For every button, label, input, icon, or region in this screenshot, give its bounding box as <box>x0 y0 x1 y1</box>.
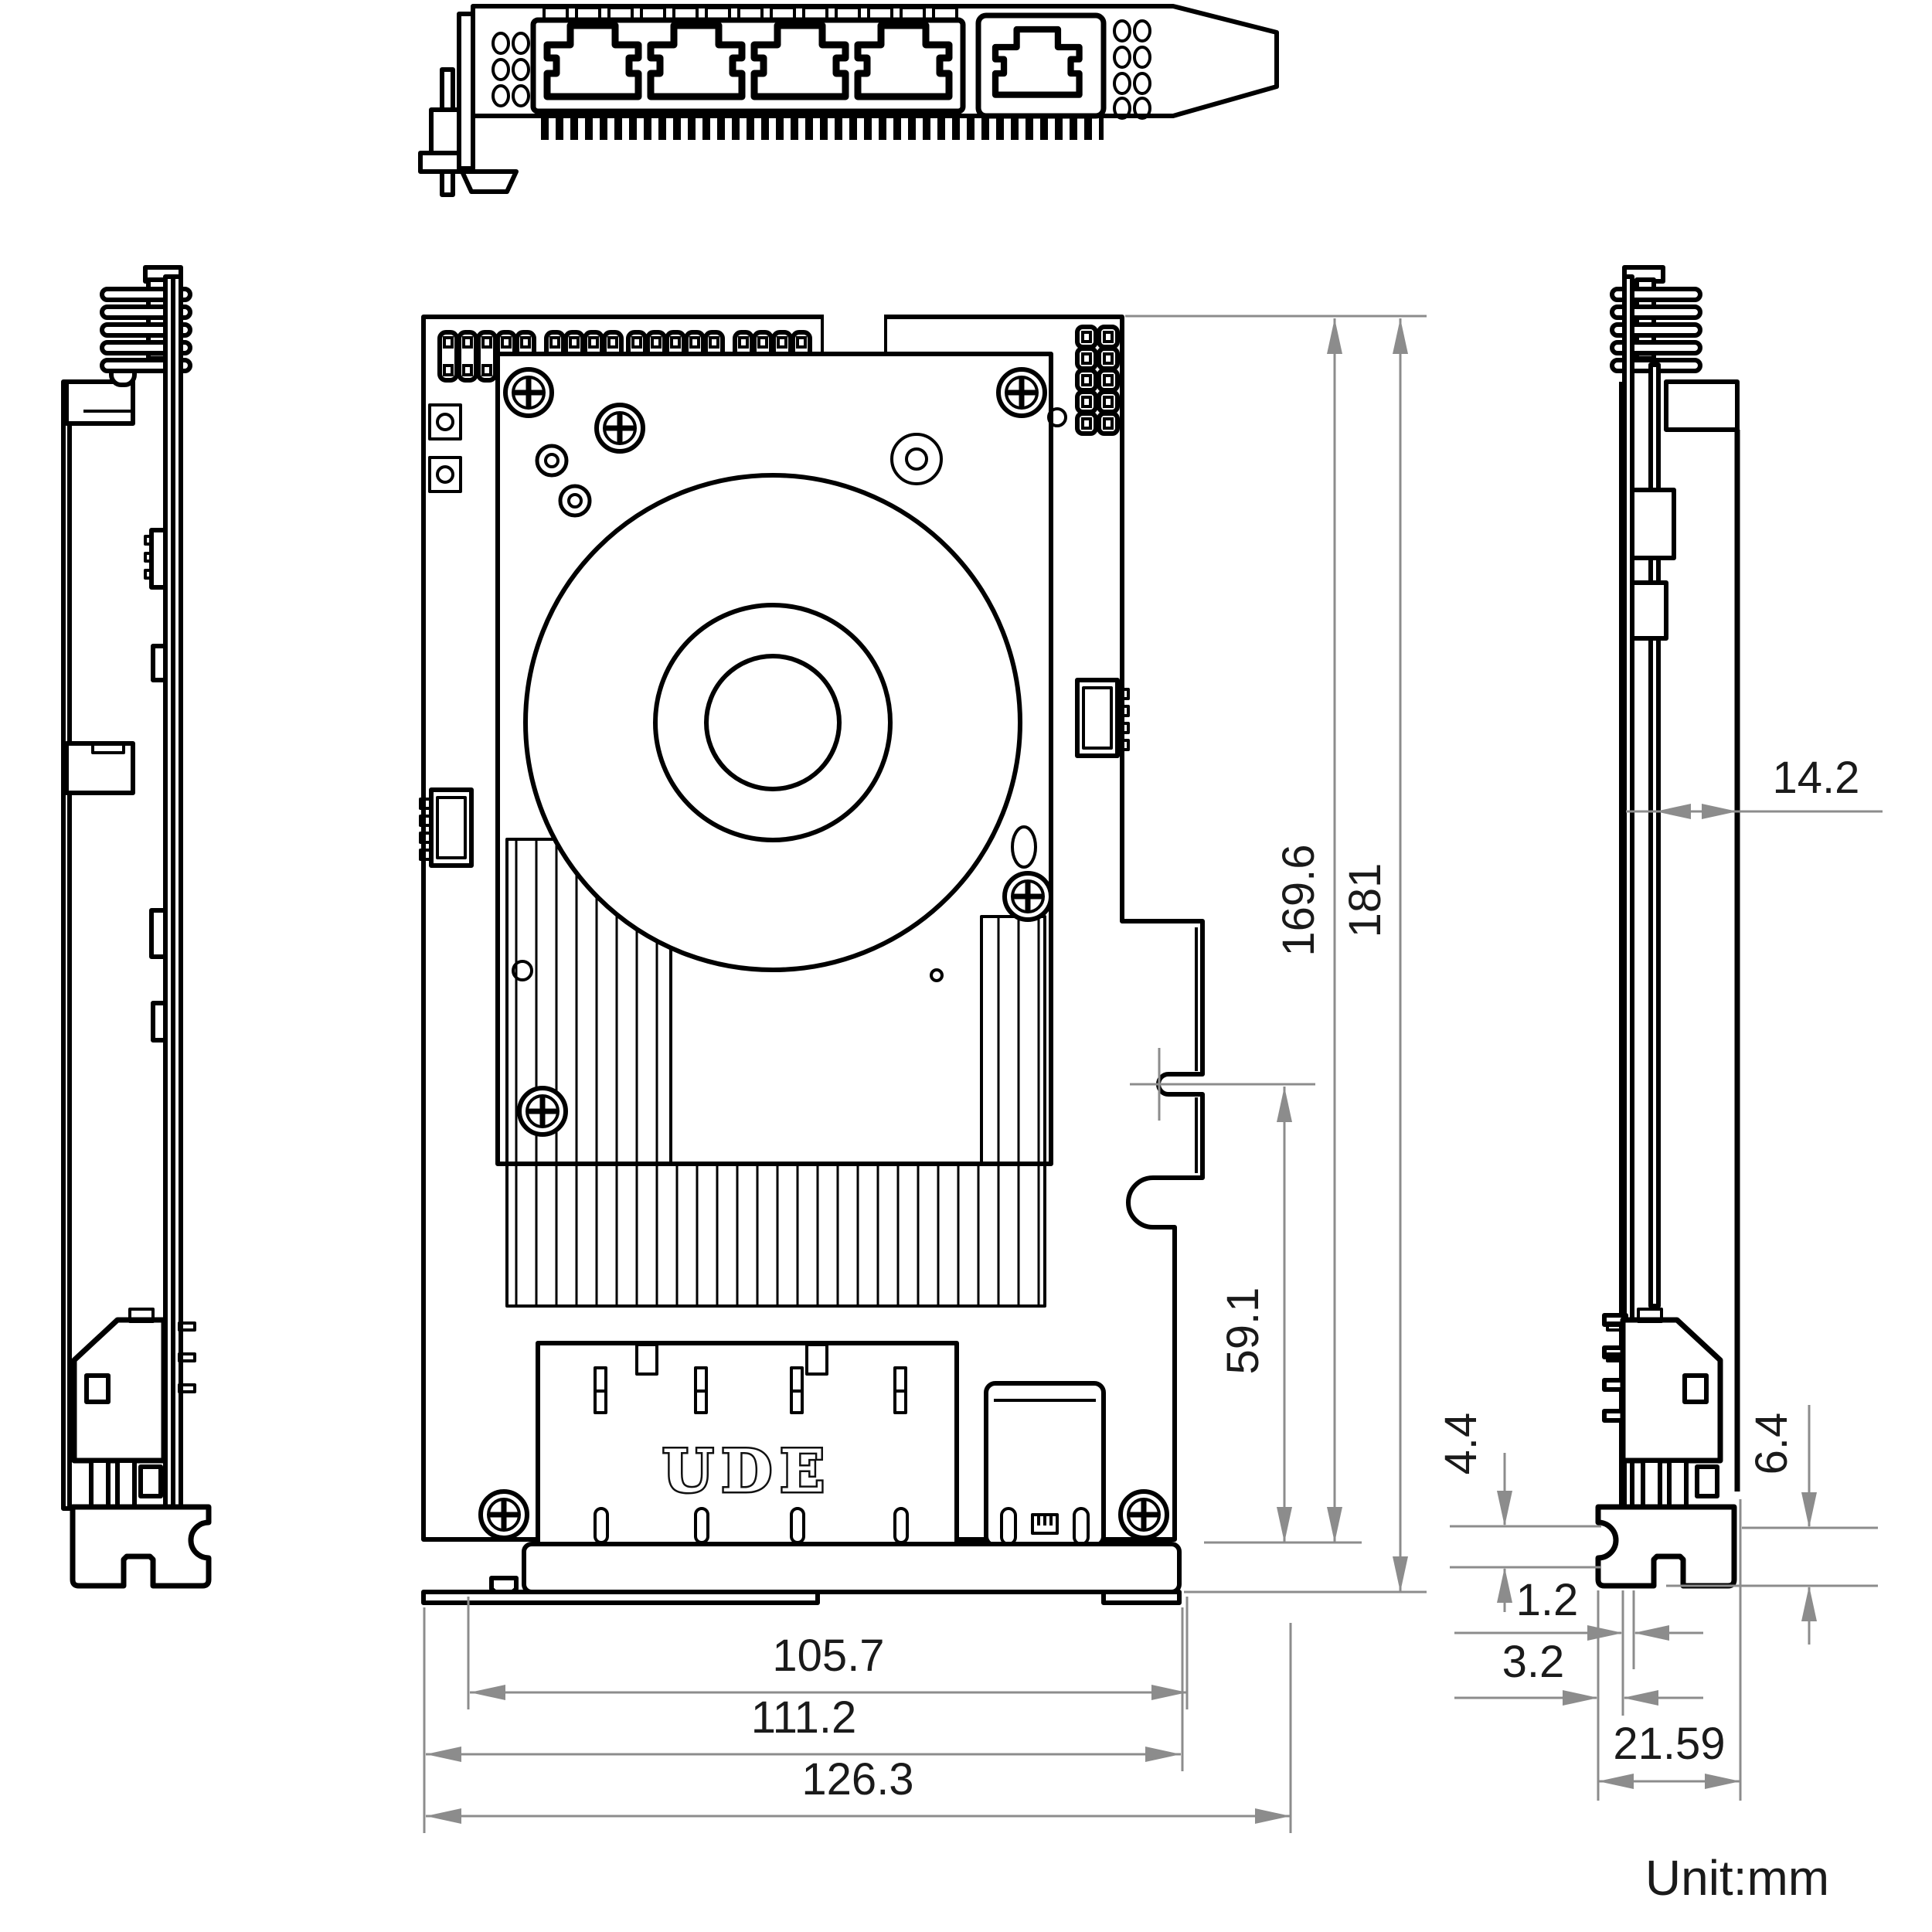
svg-text:21.59: 21.59 <box>1613 1719 1725 1769</box>
side-bracket-foot <box>70 1504 212 1589</box>
svg-text:111.2: 111.2 <box>751 1692 857 1743</box>
brand-text: UDE <box>662 1437 832 1505</box>
port-contacts-row <box>543 6 958 22</box>
pin-header-right <box>1077 327 1117 434</box>
pcb-mount-pads <box>428 403 462 493</box>
side-bracket-plate <box>61 379 72 1511</box>
svg-text:126.3: 126.3 <box>801 1754 913 1804</box>
rj45-quad-connector: UDE <box>536 1341 959 1548</box>
plate-screws <box>505 369 1067 1134</box>
svg-text:4.4: 4.4 <box>1436 1413 1486 1475</box>
dim-bracket-depth: 21.59 <box>1598 1719 1740 1789</box>
dim-pcb-width: 111.2 <box>426 1692 1181 1762</box>
view-left-side <box>61 265 212 1589</box>
side-rj45-profile <box>71 1308 196 1511</box>
plate-slot-hole <box>1011 825 1037 869</box>
dim-pcb-length: 169.6 <box>1274 318 1342 1543</box>
dim-connector-span: 105.7 <box>470 1631 1187 1700</box>
dim-port-height: 6.4 <box>1747 1405 1817 1645</box>
vent-holes-left <box>492 32 530 107</box>
side-bracket-arm <box>64 379 135 426</box>
dim-bracket-offset: 4.4 <box>1436 1413 1512 1612</box>
side-bracket-foot-r <box>1595 1504 1737 1589</box>
rj45-single-connector <box>984 1381 1106 1548</box>
rj45-port-single <box>975 12 1107 119</box>
fan-blower <box>523 473 1022 972</box>
dimension-annotations: 169.6 181 59.1 105.7 111.2 <box>423 315 1883 1906</box>
svg-text:3.2: 3.2 <box>1502 1637 1565 1687</box>
bracket-screw-right <box>1121 1492 1167 1538</box>
svg-text:14.2: 14.2 <box>1773 753 1860 803</box>
svg-text:169.6: 169.6 <box>1274 844 1324 956</box>
side-rj45-profile-r <box>1606 1308 1723 1511</box>
side-pcb-components-r <box>1630 488 1676 641</box>
svg-text:1.2: 1.2 <box>1516 1575 1579 1625</box>
svg-text:6.4: 6.4 <box>1747 1413 1797 1475</box>
dim-slot-to-edge: 59.1 <box>1218 1087 1292 1543</box>
bracket-screw-left <box>481 1492 527 1538</box>
dim-pcb-thickness: 1.2 <box>1454 1575 1703 1641</box>
fan-connector-left <box>419 787 474 868</box>
view-front: UDE <box>419 312 1205 1605</box>
svg-text:105.7: 105.7 <box>772 1631 884 1681</box>
vent-holes-right <box>1113 19 1151 120</box>
io-bracket-lip-right <box>1101 1590 1182 1605</box>
io-bracket-lip-left <box>421 1590 820 1605</box>
view-right-side <box>1595 265 1740 1589</box>
side-heatsink-base-r <box>1648 362 1661 1308</box>
dim-component-thickness: 14.2 <box>1655 753 1859 819</box>
side-pcb-components <box>144 528 168 1043</box>
io-bracket-bar <box>522 1542 1182 1594</box>
unit-label: Unit:mm <box>1645 1850 1829 1906</box>
fan-connector-right <box>1075 678 1130 758</box>
dim-bracket-gap: 3.2 <box>1454 1637 1703 1706</box>
dim-overall-width: 126.3 <box>426 1754 1291 1824</box>
side-fan-shroud-r <box>1658 369 1740 1492</box>
side-heatsink-r <box>1610 265 1702 373</box>
svg-text:59.1: 59.1 <box>1218 1287 1268 1375</box>
dim-overall-length: 181 <box>1340 318 1408 1592</box>
bracket-foot-tab <box>460 169 519 194</box>
view-top <box>418 4 1279 197</box>
svg-text:181: 181 <box>1340 863 1390 938</box>
